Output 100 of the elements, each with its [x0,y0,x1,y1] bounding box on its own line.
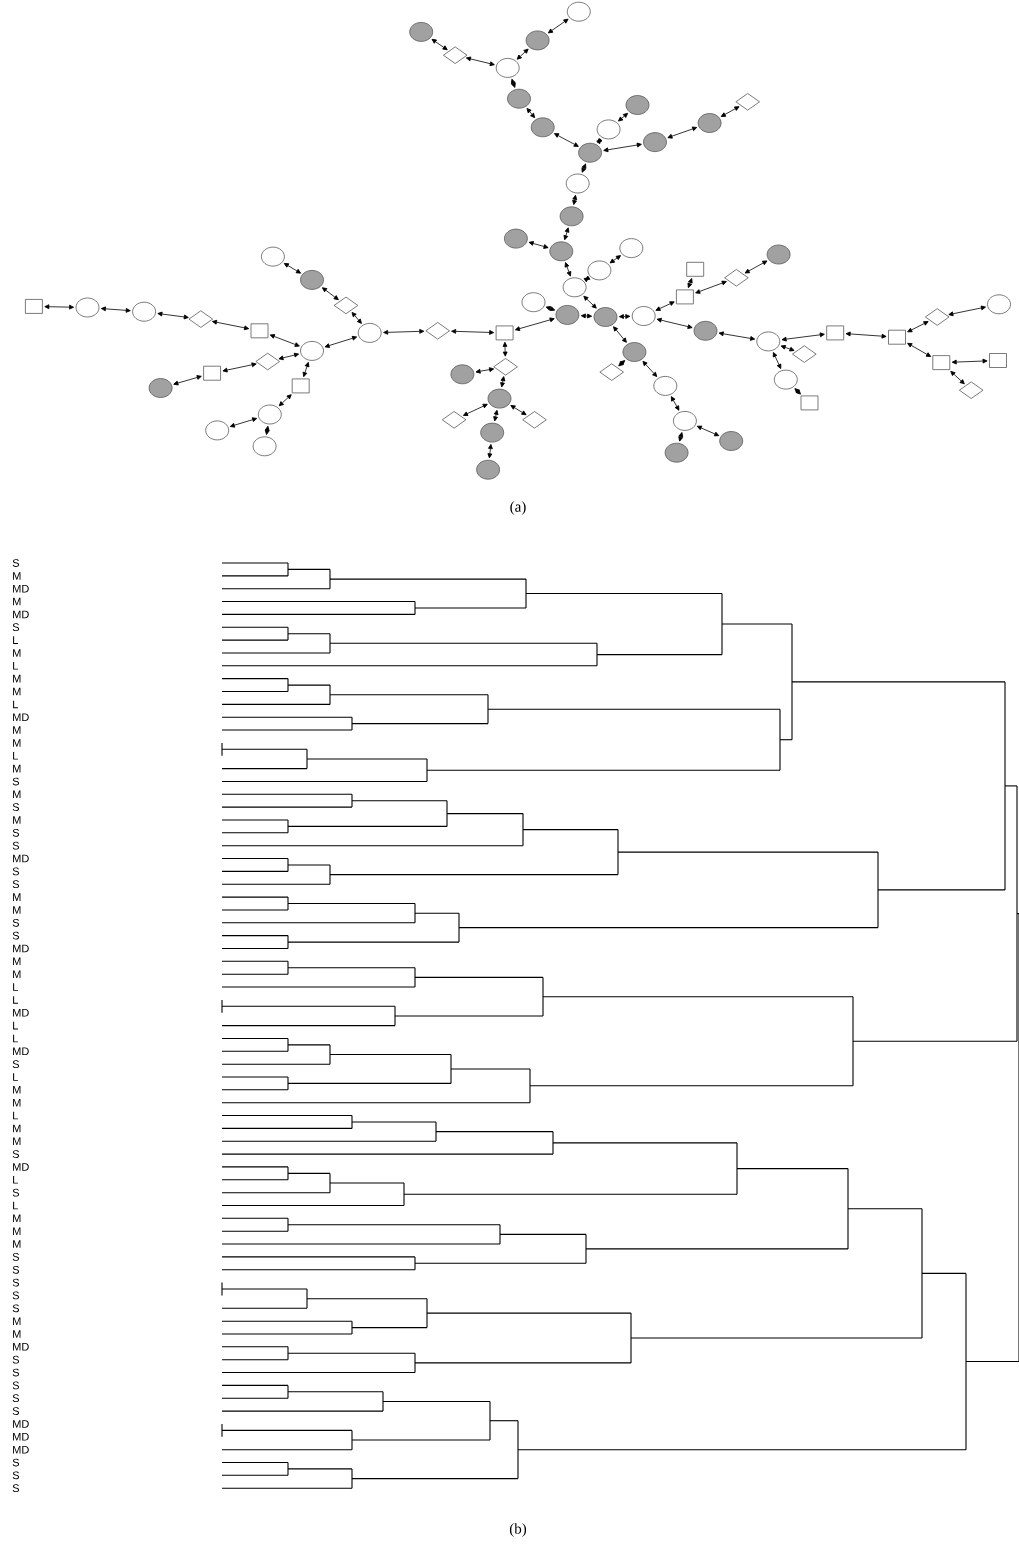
circle-node [300,341,324,361]
leaf-label: M [13,1137,21,1145]
circle-node [409,22,434,42]
square-node [291,378,310,394]
circle-node [252,436,277,457]
arrow [451,329,495,335]
leaf-label: S [12,1407,19,1415]
arrow [572,194,578,205]
subfigure-caption: (b) [509,1523,527,1537]
circle-node [565,173,590,194]
arrow [44,304,75,310]
circle-node [525,30,550,51]
arrow [744,260,768,274]
circle-node [476,459,500,480]
square-node [495,325,514,341]
leaf-label: L [13,1034,18,1043]
circle-node [549,241,574,262]
leaf-label: S [12,841,19,850]
leaf-label: M [13,790,21,799]
leaf-label: S [12,931,19,940]
arrow [475,367,495,374]
circle-node [257,404,282,425]
circle-node [480,422,505,443]
leaf-label: M [13,1098,21,1107]
leaf-label: MD [13,944,29,953]
arrow [951,358,988,365]
circle-node [596,119,621,140]
circle-node [664,442,689,463]
arrow [212,319,250,331]
arrow [278,352,300,361]
leaf-label: S [12,1150,19,1158]
square-node [989,353,1007,368]
leaf-label: MD [13,1047,29,1056]
leaf-label: S [12,1355,19,1364]
leaf-label: MD [13,584,29,593]
leaf-label: S [12,867,19,876]
circle-node [593,307,618,327]
leaf-label: L [13,1111,18,1120]
arrow [670,396,680,411]
square-node [676,289,694,305]
circle-node [487,388,512,409]
leaf-label: M [13,1227,21,1235]
diamond-node [493,358,518,376]
leaf-label: S [12,1265,19,1274]
arrow [493,409,499,422]
leaf-label: MD [13,1433,29,1441]
leaf-label: S [12,1484,19,1493]
leaf-label: M [13,816,21,824]
leaf-label: M [13,1124,21,1133]
arrow [780,345,795,352]
square-node [203,365,221,381]
arrow [656,317,693,329]
diamond-node [425,322,450,340]
leaf-label: MD [13,854,29,863]
leaf-label: L [13,983,18,991]
leaf-label: M [13,957,21,966]
leaf-label: M [13,906,21,914]
leaf-label: L [13,1021,18,1030]
circle-node [530,117,555,138]
square-node [826,325,845,341]
square-node [932,355,951,370]
square-node [686,261,705,277]
leaf-label: M [13,674,21,683]
circle-node [300,270,324,290]
arrow [781,332,825,342]
leaf-label: S [12,1278,19,1287]
arrow [720,106,740,117]
subfigure-caption: (a) [510,501,526,515]
leaf-label: L [13,1073,18,1081]
leaf-label: S [12,828,19,837]
circle-node [562,277,587,298]
diamond-node [441,411,467,429]
arrow [618,360,626,367]
circle-node [625,95,650,115]
leaf-label: S [12,1253,19,1261]
arrow [157,311,189,320]
leaf-label: M [13,893,21,901]
diamond-node [924,308,950,326]
leaf-label: L [13,1176,18,1184]
circle-node [619,238,644,258]
leaf-label: S [12,623,19,632]
diamond-node [735,93,760,111]
arrow [667,126,698,139]
arrow [528,241,549,249]
circle-node [987,294,1011,315]
arrow [583,275,591,283]
arrow [772,352,782,369]
diamond-node [188,310,214,328]
arrow [526,107,536,119]
arrow [515,317,555,331]
leaf-label: S [12,1394,19,1403]
leaf-label: L [13,636,18,644]
leaf-label: MD [13,1343,29,1351]
leaf-label: S [12,1060,19,1069]
arrow [580,313,593,319]
leaf-label: S [12,1304,19,1313]
arrow [173,375,202,386]
arrow [351,312,362,324]
arrow [583,295,597,309]
arrow [618,314,631,319]
